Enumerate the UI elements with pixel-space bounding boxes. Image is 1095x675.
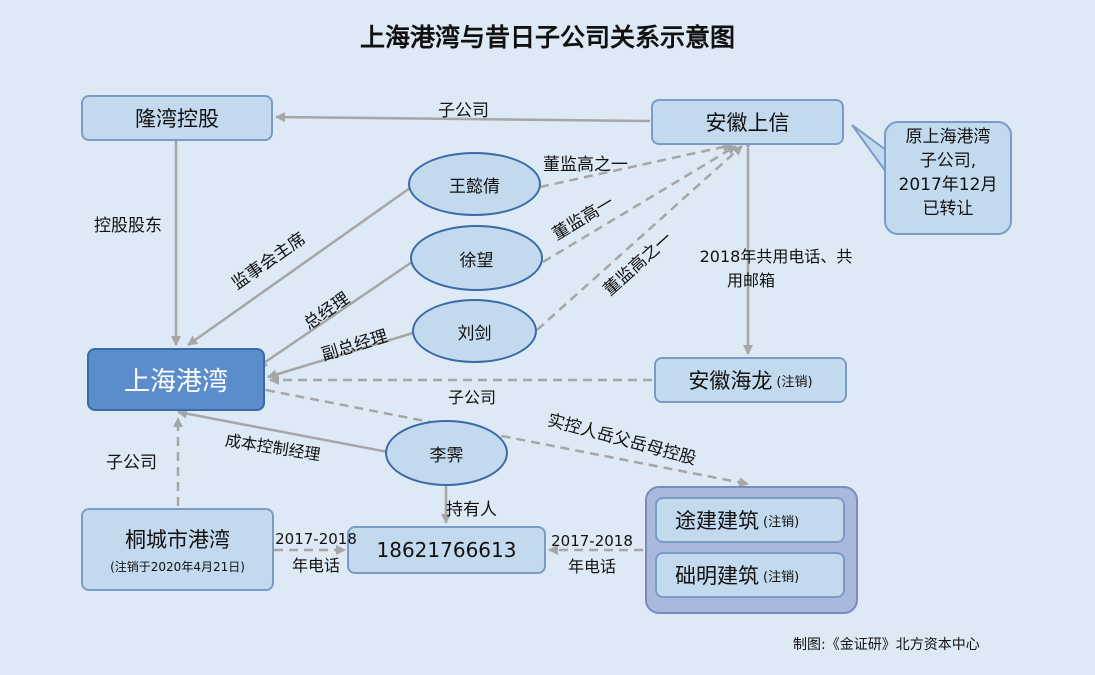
node-anhui-hailong: 安徽海龙(注销) [654, 357, 847, 403]
person-liu-label: 刘剑 [457, 323, 492, 344]
edge-wang-shangxin [539, 142, 733, 189]
person-li: 李霁 [385, 420, 508, 486]
edge-liu-gangwan [267, 331, 414, 380]
label-sub2: 子公司 [448, 388, 497, 407]
node-tujian: 途建建筑(注销) [655, 497, 845, 543]
node-tongcheng: 桐城市港湾 (注销于2020年4月21日) [81, 508, 274, 591]
node-tujian-label: 途建建筑 [675, 509, 759, 533]
callout-line-4: 已转让 [922, 199, 974, 219]
node-tongcheng-label: 桐城市港湾 [125, 528, 230, 552]
label-holder: 持有人 [446, 500, 497, 520]
callout-line-2: 子公司, [919, 151, 977, 171]
node-tujian-note: (注销) [763, 514, 800, 530]
credit-text: 制图:《金证研》北方资本中心 [793, 637, 980, 653]
label-phone-right-2: 年电话 [567, 557, 616, 576]
edge-wang-gangwan [187, 186, 411, 347]
diagram-title: 上海港湾与昔日子公司关系示意图 [359, 23, 735, 52]
callout-pointer [851, 124, 887, 176]
node-chuming: 础明建筑(注销) [655, 552, 845, 598]
node-phone: 18621766613 [347, 526, 546, 574]
label-sub3: 子公司 [106, 453, 157, 473]
edge-gangwan-tujian [256, 383, 749, 488]
node-shanghai-gangwan-label: 上海港湾 [123, 367, 228, 397]
node-shanghai-gangwan: 上海港湾 [87, 348, 265, 411]
edge-xu-shangxin [542, 144, 737, 264]
person-xu: 徐望 [410, 225, 543, 291]
label-sub1: 子公司 [438, 101, 489, 121]
label-phone-left-1: 2017-2018 [275, 530, 357, 548]
edge-shangxin-longwan [275, 112, 651, 123]
node-longwan: 隆湾控股 [81, 95, 273, 141]
node-longwan-label: 隆湾控股 [135, 107, 219, 131]
node-phone-label: 18621766613 [376, 538, 517, 562]
node-anhui-shangxin: 安徽上信 [651, 99, 844, 145]
callout-note: 原上海港湾 子公司, 2017年12月 已转让 [884, 121, 1012, 235]
edge-liu-shangxin [536, 145, 743, 331]
label-holding: 控股股东 [94, 216, 162, 236]
node-anhui-hailong-note: (注销) [776, 374, 813, 390]
edge-xu-gangwan [257, 260, 413, 369]
node-chuming-label: 础明建筑 [675, 564, 759, 588]
person-liu: 刘剑 [412, 299, 537, 363]
label-wang-role: 董监高之一 [543, 155, 628, 175]
person-xu-label: 徐望 [459, 250, 494, 271]
person-wang: 王懿倩 [408, 152, 541, 216]
callout-line-1: 原上海港湾 [905, 127, 991, 147]
label-shared-2: 用邮箱 [726, 271, 775, 290]
label-phone-left-2: 年电话 [291, 556, 340, 575]
person-wang-label: 王懿倩 [449, 176, 500, 197]
node-anhui-hailong-label: 安徽海龙 [688, 369, 773, 393]
person-li-label: 李霁 [429, 445, 464, 466]
label-phone-right-1: 2017-2018 [551, 532, 633, 550]
callout-line-3: 2017年12月 [898, 175, 998, 195]
node-chuming-note: (注销) [763, 569, 800, 585]
label-shared-1: 2018年共用电话、共 [699, 247, 853, 266]
node-tongcheng-note: (注销于2020年4月21日) [110, 560, 245, 574]
node-anhui-shangxin-label: 安徽上信 [705, 111, 790, 135]
